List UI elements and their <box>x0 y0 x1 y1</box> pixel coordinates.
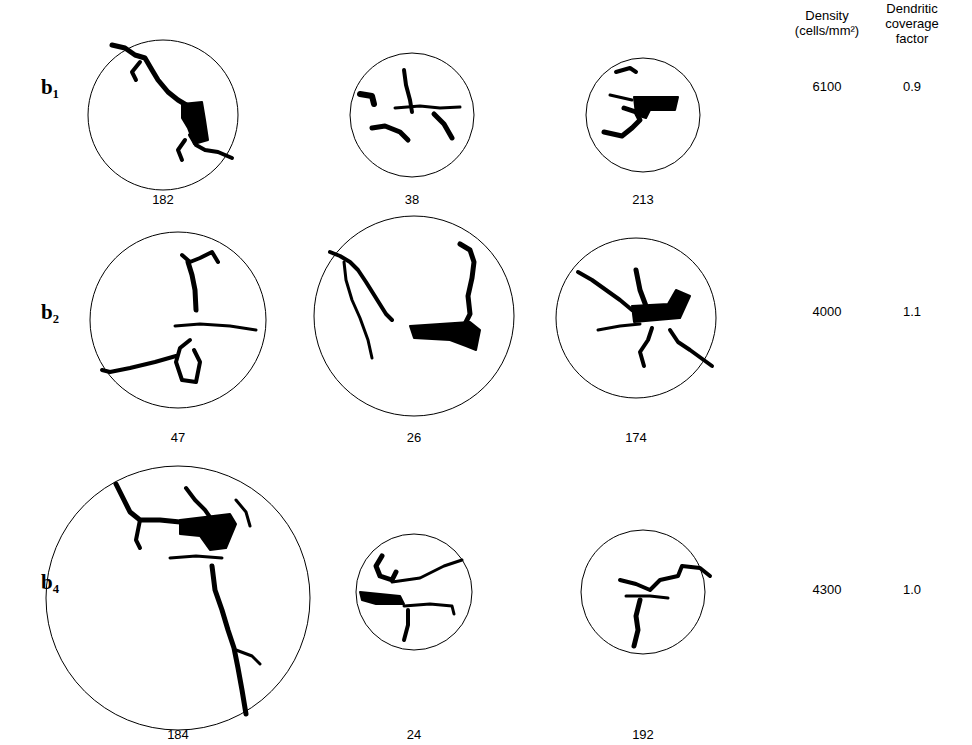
dendrite <box>175 324 256 330</box>
dendrite-trunk <box>182 102 208 144</box>
row-label: b₁ <box>30 75 70 99</box>
dendrite <box>604 108 640 136</box>
dendrite-trunk <box>410 322 480 350</box>
cell-number: 24 <box>389 728 439 743</box>
field-circle <box>88 40 238 190</box>
dendrite <box>170 556 222 558</box>
dendrite <box>616 68 636 72</box>
dendrite <box>670 330 712 366</box>
dendrite <box>626 596 668 598</box>
dendrite <box>620 566 710 590</box>
dendrite <box>330 252 392 320</box>
dendrite <box>188 262 196 310</box>
dendrite <box>404 610 408 640</box>
cell-number: 213 <box>618 193 668 208</box>
cell-number: 38 <box>387 193 437 208</box>
cell-number: 47 <box>153 431 203 446</box>
cell-number: 174 <box>611 431 661 446</box>
dendrite <box>636 270 646 306</box>
column-header: Dendritic coverage factor <box>871 2 953 47</box>
dendrite <box>132 62 140 80</box>
dendrite <box>578 272 632 310</box>
column-header: Density (cells/mm²) <box>772 9 882 39</box>
dendrite-trunk <box>632 290 690 322</box>
field-circle <box>46 466 310 730</box>
field-circle <box>314 216 514 416</box>
row-label: b₄ <box>30 570 70 594</box>
dendrite-trunk <box>360 592 404 604</box>
field-circle <box>586 58 700 172</box>
dendrite <box>236 500 250 526</box>
density-value: 4300 <box>797 583 857 598</box>
dendrite <box>212 566 246 714</box>
dendrite <box>136 520 140 548</box>
dendrite <box>372 126 408 140</box>
row-label: b₂ <box>30 300 70 324</box>
dendrite <box>640 328 652 366</box>
dendrite <box>376 556 396 580</box>
dendrite <box>392 560 462 582</box>
dendrite <box>360 94 374 104</box>
dendrite <box>182 252 218 262</box>
cell-number: 184 <box>153 728 203 743</box>
dendrite <box>634 600 640 646</box>
dendrite <box>102 356 176 372</box>
coverage-value: 1.1 <box>887 305 937 320</box>
field-circle <box>90 232 266 408</box>
dendrite <box>178 140 185 160</box>
dendrite-trunk <box>180 514 236 550</box>
dendrite <box>112 45 188 106</box>
density-value: 6100 <box>797 80 857 95</box>
field-circle <box>556 238 716 398</box>
dendrite <box>610 95 632 100</box>
dendrite <box>434 114 452 138</box>
dendrite <box>236 650 260 664</box>
cell-number: 182 <box>138 193 188 208</box>
cell-number: 26 <box>389 431 439 446</box>
field-circle <box>581 530 705 654</box>
cell-number: 192 <box>618 728 668 743</box>
field-circle <box>356 534 472 650</box>
coverage-value: 0.9 <box>887 80 937 95</box>
dendrite <box>395 106 460 108</box>
dendrite <box>176 340 200 382</box>
dendrite <box>404 604 454 614</box>
dendrite <box>460 244 474 330</box>
coverage-value: 1.0 <box>887 583 937 598</box>
density-value: 4000 <box>797 305 857 320</box>
dendrite <box>598 324 640 330</box>
field-circle <box>350 53 474 177</box>
dendrite <box>186 488 212 520</box>
dendrite-trunk <box>634 97 678 118</box>
dendrite <box>344 262 372 358</box>
